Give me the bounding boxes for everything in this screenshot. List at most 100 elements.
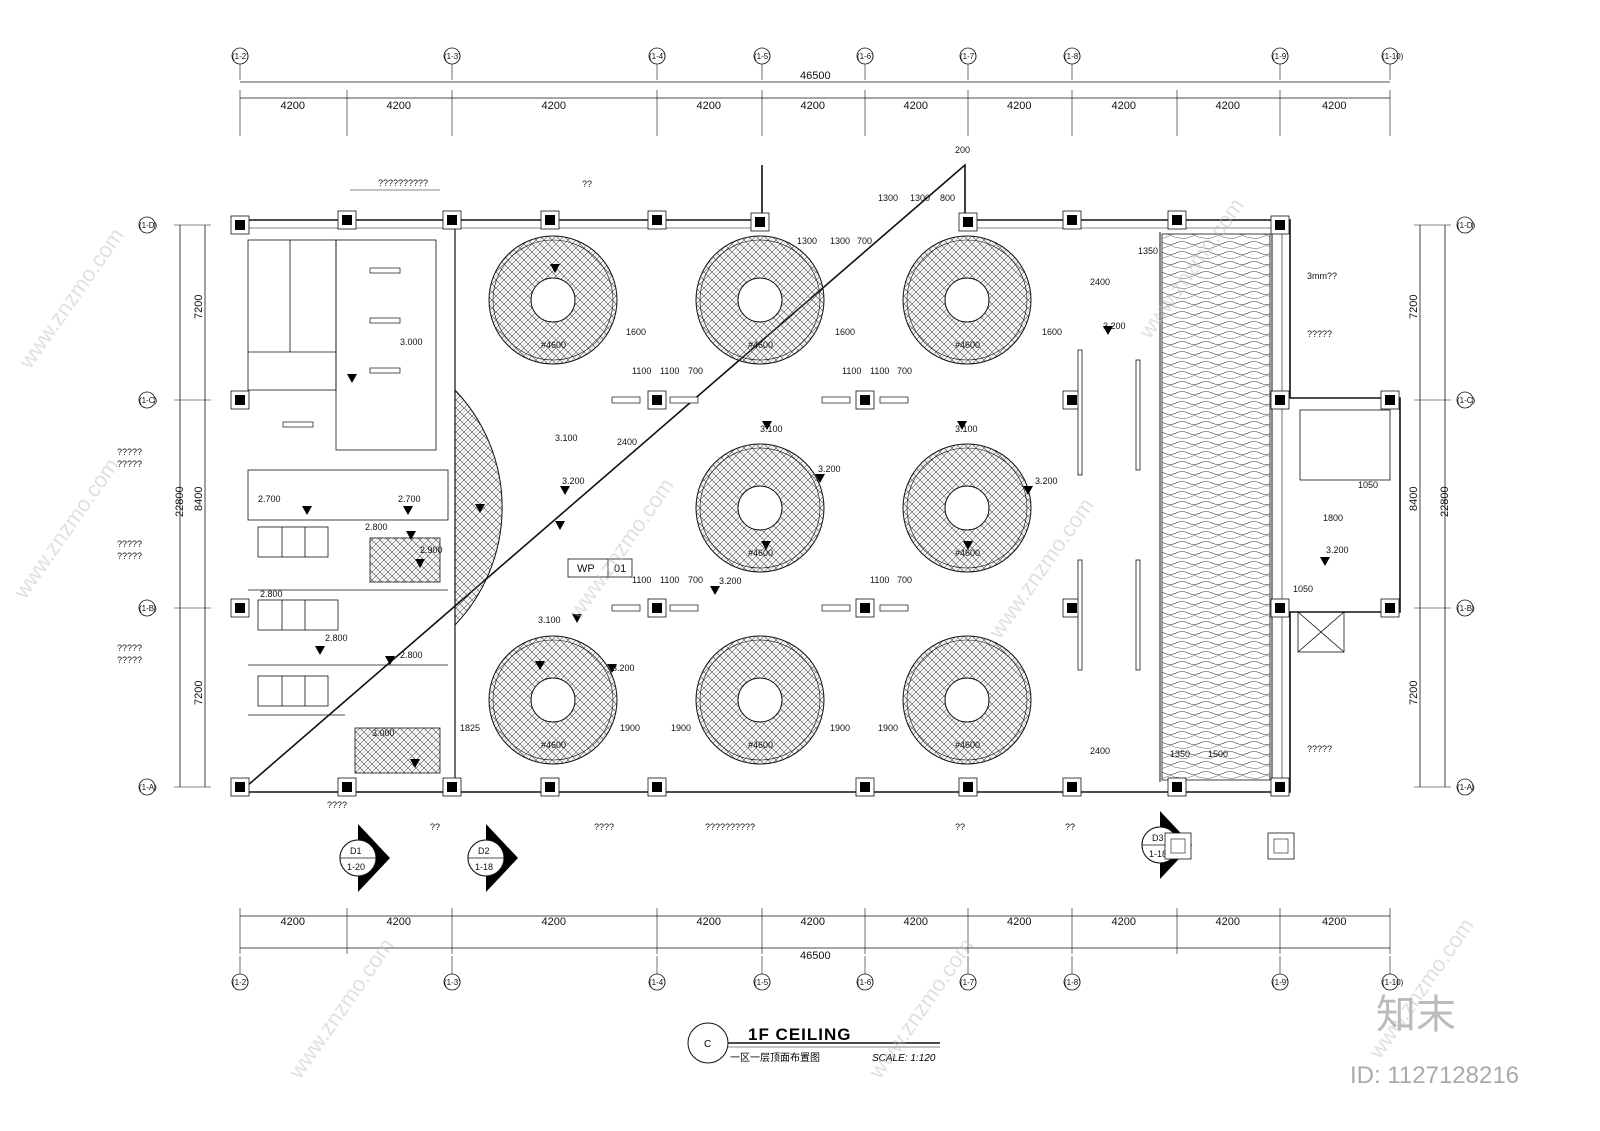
grid-bubble-label: (1-2) — [232, 52, 249, 61]
dim-total-label: 22800 — [1439, 486, 1451, 517]
section-sheet: 1-18 — [1149, 849, 1167, 859]
slot-light — [821, 604, 851, 612]
column-core — [235, 782, 245, 792]
disc-diameter-label: #4600 — [541, 740, 566, 750]
disc-diameter-label: #4600 — [748, 740, 773, 750]
dim-1900-b: 1900 — [671, 723, 691, 733]
note-left-6: ????? — [117, 655, 142, 665]
dim-span-label: 7200 — [1408, 295, 1420, 319]
dim-1350-b: 1350 — [1138, 246, 1158, 256]
note-labels: ?????????? ?? 3mm?? ????? ????? ????? ??… — [117, 178, 1337, 832]
height-marker — [475, 504, 485, 513]
dim-1900-a: 1900 — [620, 723, 640, 733]
ceiling-disc-core — [530, 677, 576, 723]
ceiling-disc-core — [944, 485, 990, 531]
ch-tag-4: 3.200 — [1103, 321, 1126, 331]
grid-bubble — [138, 599, 156, 617]
column-core — [652, 782, 662, 792]
dim-700-e: 700 — [897, 575, 912, 585]
ch-tag-20: 2.900 — [420, 545, 443, 555]
column-core — [652, 215, 662, 225]
note-bottom-5: ?? — [955, 822, 965, 832]
height-marker — [1023, 486, 1033, 495]
note-left-4: ????? — [117, 551, 142, 561]
dim-200: 200 — [955, 145, 970, 155]
height-marker — [550, 264, 560, 273]
dim-1100-g: 1100 — [870, 575, 889, 585]
dim-span-label: 4200 — [697, 100, 721, 112]
note-bottom-7: ????? — [1307, 744, 1332, 754]
view-marker: C — [704, 1039, 711, 1050]
section-sheet: 1-20 — [347, 862, 365, 872]
slot-light — [669, 604, 699, 612]
drawing-scale: SCALE: 1:120 — [872, 1053, 936, 1064]
dim-span-label: 4200 — [1007, 916, 1031, 928]
drawing-subtitle: 一区一层顶面布置图 — [730, 1052, 820, 1064]
column-core — [235, 395, 245, 405]
height-marker — [410, 759, 420, 768]
height-marker — [535, 661, 545, 670]
image-id: ID: 1127128216 — [1350, 1062, 1519, 1089]
disc-diameter-label: #4600 — [955, 340, 980, 350]
dim-1825: 1825 — [460, 723, 480, 733]
watermark-text-6: www.znzmo.com — [283, 933, 399, 1083]
slot-light — [611, 396, 641, 404]
interior-dimensions: 1300 1300 800 200 1300 1300 700 2400 240… — [460, 145, 1378, 759]
disc-diameter-label: #4600 — [748, 340, 773, 350]
dim-1600-c: 1600 — [835, 327, 855, 337]
note-bottom-1: ???? — [327, 800, 347, 810]
dim-800: 800 — [940, 193, 955, 203]
section-sheet: 1-18 — [475, 862, 493, 872]
grid-bubble-label: (1-5) — [754, 52, 771, 61]
dim-span-label: 4200 — [801, 100, 825, 112]
linear-light — [1135, 559, 1141, 671]
grid-bubble-label: (1-8) — [1064, 978, 1081, 987]
dim-1300-a: 1300 — [878, 193, 898, 203]
vent-grille — [369, 367, 401, 374]
wood-ceiling-panel — [1161, 233, 1271, 781]
ch-tag-16: 2.700 — [258, 494, 281, 504]
column-core — [1275, 782, 1285, 792]
grid-bubble-label: (1-10) — [1382, 52, 1404, 61]
dim-2400-a: 2400 — [617, 437, 637, 447]
grid-bubble — [138, 391, 156, 409]
ceiling-disc-ring — [699, 639, 821, 761]
ch-tag-5: 3.200 — [818, 464, 841, 474]
note-left-5: ????? — [117, 643, 142, 653]
dim-span-label: 4200 — [387, 100, 411, 112]
column-core — [342, 782, 352, 792]
ceiling-height-tags: 3.000 3.100 3.100 3.200 3.200 3.200 3.10… — [258, 321, 1349, 738]
note-top-3: 3mm?? — [1307, 271, 1337, 281]
grid-bubble-label: (1-4) — [649, 978, 666, 987]
note-bottom-3: ???? — [594, 822, 614, 832]
height-marker — [963, 541, 973, 550]
dim-1600-b: 1600 — [1042, 327, 1062, 337]
floor-box — [1267, 832, 1295, 860]
disc-diameter-label: #4600 — [955, 740, 980, 750]
column-core — [860, 782, 870, 792]
height-marker — [710, 586, 720, 595]
linear-light — [1135, 359, 1141, 471]
dim-span-label: 4200 — [801, 916, 825, 928]
column-core — [1067, 215, 1077, 225]
linear-lights — [282, 264, 1330, 768]
dim-span-label: 4200 — [697, 916, 721, 928]
grid-bubble-label: (1-9) — [1272, 52, 1289, 61]
ch-tag-17: 2.700 — [398, 494, 421, 504]
height-marker — [315, 646, 325, 655]
dim-1350-a: 1350 — [1170, 749, 1190, 759]
dim-span-label: 8400 — [1408, 487, 1420, 511]
dim-span-label: 4200 — [1216, 916, 1240, 928]
right-lobby-room — [1297, 409, 1391, 653]
watermark-text-2: www.znzmo.com — [8, 453, 124, 603]
height-marker — [403, 506, 413, 515]
wp-tag-number: 01 — [614, 563, 626, 575]
dim-span-label: 8400 — [193, 487, 205, 511]
grid-bubble-label: (1-D) — [1457, 221, 1476, 230]
grid-bubble — [138, 216, 156, 234]
dim-span-label: 4200 — [1007, 100, 1031, 112]
